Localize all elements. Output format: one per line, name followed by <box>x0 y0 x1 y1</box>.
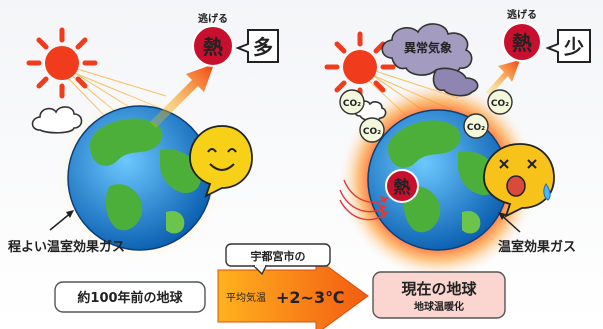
right-inner-heat-ball <box>385 169 419 203</box>
right-gas-label: 温室効果ガス <box>498 239 576 255</box>
right-heat-ball <box>502 22 542 62</box>
present-earth-subtitle: 地球温暖化 <box>414 300 464 313</box>
avg-temp-label: 平均気温 <box>226 291 266 304</box>
present-earth-box <box>372 271 506 319</box>
past-earth-box <box>54 281 206 313</box>
co2-bubble-2: CO₂ <box>359 117 385 143</box>
right-scene: 異常気象 逃げる 熱 少 CO₂ CO₂ CO₂ <box>324 8 591 280</box>
left-escape-arrow <box>150 64 214 128</box>
right-escape-arrow <box>486 60 520 96</box>
left-gas-label: 程よい温室効果ガス <box>8 239 125 255</box>
co2-bubble-4: CO₂ <box>463 113 489 139</box>
co2-label-4: CO₂ <box>467 123 485 133</box>
co2-label-3: CO₂ <box>491 99 509 109</box>
city-label-box <box>225 243 331 276</box>
right-heat-label: 熱 <box>512 31 532 55</box>
left-cloud-icon <box>31 106 83 134</box>
heat-wave-arrows <box>339 179 389 221</box>
right-gas-pointer <box>498 212 521 233</box>
city-label: 宇都宮市の <box>251 249 306 263</box>
co2-bubble-3: CO₂ <box>487 89 513 115</box>
left-earth-icon <box>67 105 213 251</box>
right-inner-heat-label: 熱 <box>394 177 411 198</box>
right-earth-icon <box>367 109 509 251</box>
present-earth-title: 現在の地球 <box>401 280 477 298</box>
co2-label-2: CO₂ <box>363 127 381 137</box>
right-weather-label: 異常気象 <box>404 40 452 55</box>
bottom-row: 約100年前の地球 宇都宮市の 平均気温 +2~3℃ 現在の地球 地球温暖化 <box>54 243 506 329</box>
left-amount-label: 多 <box>253 35 273 59</box>
left-amount-bubble <box>235 29 279 63</box>
co2-bubble-1: CO₂ <box>339 89 365 115</box>
co2-label-1: CO₂ <box>343 99 361 109</box>
right-distressed-face-icon <box>483 143 555 218</box>
right-amount-bubble <box>545 29 591 63</box>
left-gas-pointer <box>49 210 74 231</box>
left-sun-icon <box>26 27 98 99</box>
temperature-increase-value: +2~3℃ <box>276 288 344 307</box>
right-storm-cloud-icon <box>381 23 479 97</box>
left-smiley-icon <box>189 125 253 198</box>
left-scene: 逃げる 熱 多 程よい温室効果ガス <box>8 12 279 262</box>
temperature-rise-arrow <box>217 257 369 329</box>
past-earth-label: 約100年前の地球 <box>77 290 183 306</box>
right-escape-label: 逃げる <box>507 8 537 21</box>
left-heat-ball <box>192 25 234 67</box>
right-sun-icon <box>324 31 396 103</box>
right-amount-label: 少 <box>563 35 584 59</box>
left-escape-label: 逃げる <box>198 12 228 25</box>
left-heat-label: 熱 <box>203 35 223 59</box>
